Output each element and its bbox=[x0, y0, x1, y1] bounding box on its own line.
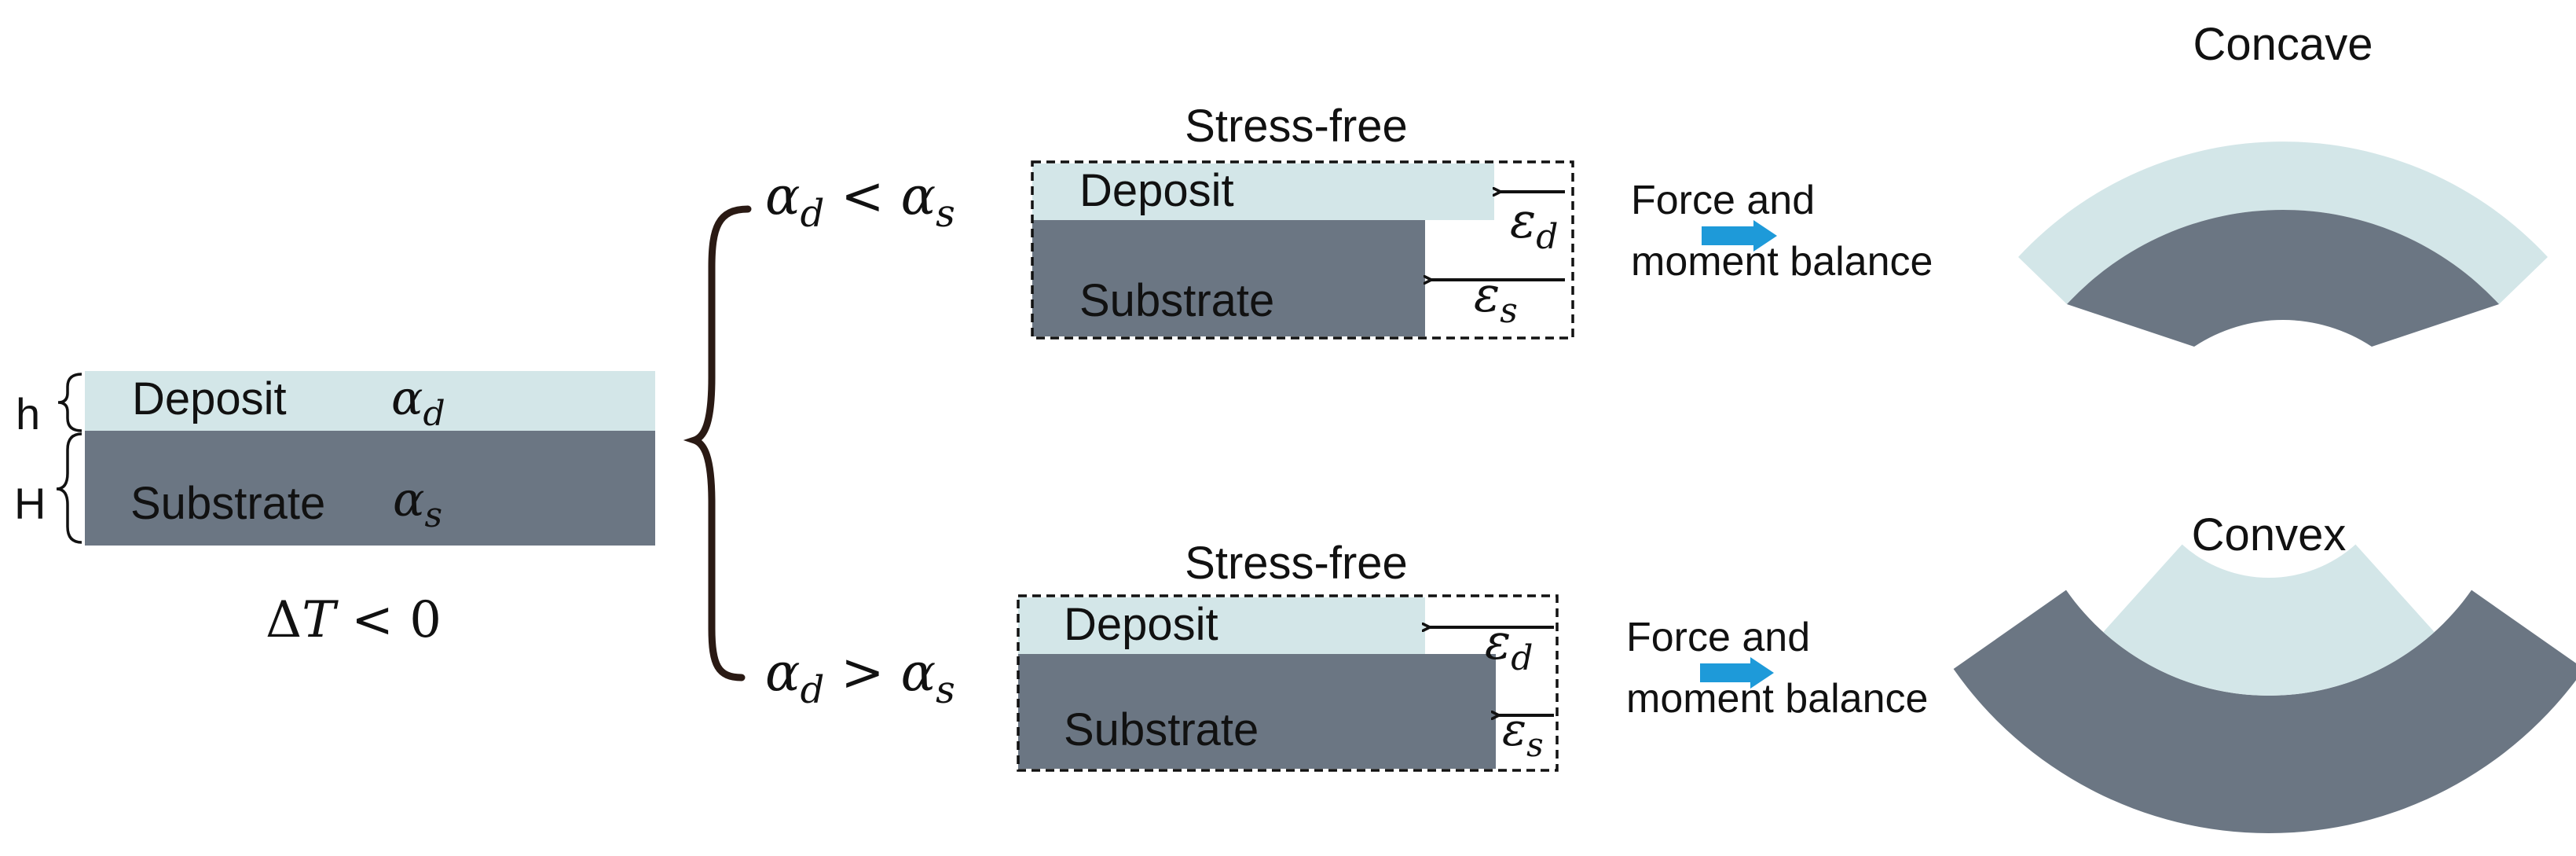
H-label: H bbox=[14, 479, 46, 528]
branch-brace bbox=[683, 205, 752, 681]
bottom-condition: αd > αs bbox=[765, 642, 955, 712]
h-brace bbox=[57, 373, 82, 432]
bottom-stress-free-box bbox=[1017, 594, 1559, 772]
initial-deposit-layer bbox=[85, 371, 655, 431]
bottom-substrate-label: Substrate bbox=[1064, 704, 1259, 755]
top-substrate-label: Substrate bbox=[1079, 275, 1274, 326]
bottom-deposit-label: Deposit bbox=[1064, 599, 1218, 650]
bottom-eps-s: εs bbox=[1502, 703, 1544, 764]
bottom-substrate-layer bbox=[1018, 654, 1496, 769]
bottom-eps-d: εd bbox=[1485, 613, 1533, 678]
branch-top: αd < αs Stress-free Deposit Substrate εd… bbox=[765, 19, 2548, 347]
initial-substrate-label: Substrate bbox=[130, 478, 325, 529]
initial-bilayer: Deposit Substrate αd αs h H ΔT < 0 bbox=[14, 371, 655, 649]
bottom-deposit-layer bbox=[1018, 597, 1425, 654]
H-brace bbox=[56, 432, 82, 544]
top-balance-line2: moment balance bbox=[1631, 239, 1933, 285]
top-blue-arrow bbox=[1702, 220, 1777, 252]
top-deposit-layer bbox=[1032, 163, 1494, 220]
convex-deposit-arc bbox=[2103, 544, 2435, 696]
bottom-balance-line2: moment balance bbox=[1626, 676, 1928, 722]
initial-alpha-d: αd bbox=[391, 371, 445, 434]
bottom-blue-arrow bbox=[1700, 657, 1774, 689]
branch-bottom: αd > αs Stress-free Deposit Substrate εd… bbox=[765, 509, 2576, 833]
concave-substrate-arc bbox=[2067, 209, 2499, 347]
top-deposit-label: Deposit bbox=[1079, 165, 1234, 216]
top-eps-d: εd bbox=[1510, 192, 1558, 257]
concave-title: Concave bbox=[2193, 19, 2373, 70]
concave-deposit-arc bbox=[2018, 141, 2548, 304]
bottom-balance-line1: Force and bbox=[1626, 615, 1810, 660]
temperature-condition: ΔT < 0 bbox=[266, 591, 442, 649]
top-condition: αd < αs bbox=[765, 166, 955, 236]
top-stress-free-title: Stress-free bbox=[1185, 101, 1408, 152]
bottom-stress-free-title: Stress-free bbox=[1185, 538, 1408, 589]
top-eps-s: εs bbox=[1474, 266, 1518, 331]
top-substrate-layer bbox=[1032, 220, 1425, 336]
initial-substrate-layer bbox=[85, 431, 655, 546]
convex-title: Convex bbox=[2192, 509, 2347, 560]
h-label: h bbox=[16, 389, 40, 439]
initial-alpha-s: αs bbox=[393, 472, 442, 535]
top-stress-free-box bbox=[1031, 160, 1574, 340]
top-balance-line1: Force and bbox=[1631, 178, 1815, 223]
convex-substrate-arc bbox=[1953, 590, 2576, 833]
initial-deposit-label: Deposit bbox=[132, 373, 287, 424]
